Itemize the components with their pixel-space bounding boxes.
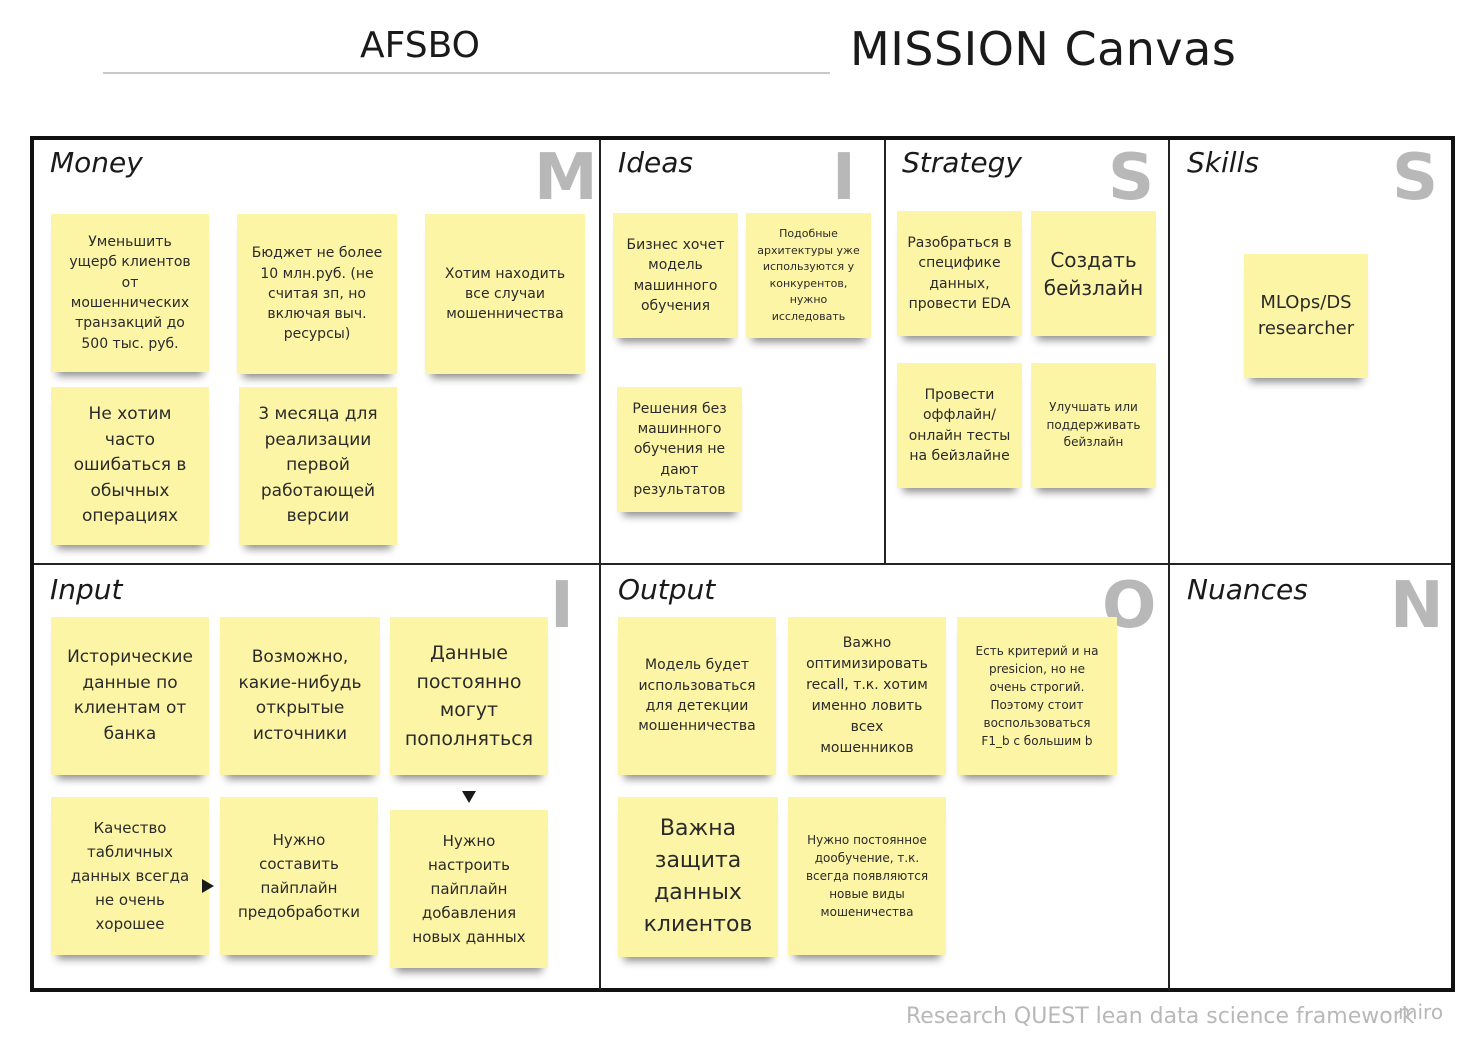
section-letter-skills: S [1392, 141, 1439, 215]
sticky-note[interactable]: Решения без машинного обучения не дают р… [617, 387, 742, 512]
sticky-note[interactable]: Важна защита данных клиентов [618, 797, 778, 957]
sticky-note[interactable]: Не хотим часто ошибаться в обычных опера… [51, 387, 209, 545]
project-name: AFSBO [360, 25, 480, 66]
section-title-output: Output [618, 573, 716, 606]
flow-arrow-down [462, 791, 476, 803]
section-title-nuances: Nuances [1187, 573, 1308, 606]
sticky-note[interactable]: Исторические данные по клиентам от банка [51, 617, 209, 775]
section-title-ideas: Ideas [618, 146, 694, 179]
sticky-note[interactable]: 3 месяца для реализации первой работающе… [239, 387, 397, 545]
sticky-note[interactable]: Возможно, какие-нибудь открытые источник… [220, 617, 380, 775]
sticky-note[interactable]: Хотим находить все случаи мошенничества [425, 214, 585, 374]
grid-divider [884, 140, 886, 564]
sticky-note[interactable]: Бизнес хочет модель машинного обучения [613, 213, 738, 338]
sticky-note[interactable]: MLOps/DS researcher [1244, 254, 1368, 378]
grid-divider [599, 140, 601, 990]
section-letter-nuances: N [1390, 569, 1444, 643]
section-title-input: Input [50, 573, 123, 606]
sticky-note[interactable]: Нужно составить пайплайн предобработки [220, 797, 378, 955]
sticky-note[interactable]: Бюджет не более 10 млн.руб. (не считая з… [237, 214, 397, 374]
grid-divider [34, 563, 1451, 565]
sticky-note[interactable]: Подобные архитектуры уже используются у … [746, 213, 871, 338]
sticky-note[interactable]: Модель будет использоваться для детекции… [618, 617, 776, 775]
section-title-skills: Skills [1187, 146, 1259, 179]
section-letter-ideas: I [832, 141, 856, 215]
sticky-note[interactable]: Важно оптимизировать recall, т.к. хотим … [788, 617, 946, 775]
canvas-title: MISSION Canvas [850, 22, 1237, 76]
flow-arrow-right [202, 879, 214, 893]
canvas-board [30, 136, 1455, 992]
sticky-note[interactable]: Разобраться в специфике данных, провести… [897, 211, 1022, 336]
section-letter-money: M [534, 141, 598, 215]
project-name-underline [103, 72, 830, 74]
section-letter-input: I [550, 569, 574, 643]
framework-caption: Research QUEST lean data science framewo… [906, 1004, 1415, 1029]
section-title-money: Money [50, 146, 143, 179]
sticky-note[interactable]: Есть критерий и на presicion, но не очен… [957, 617, 1117, 775]
miro-logo: miro [1398, 1000, 1444, 1024]
grid-divider [1168, 140, 1170, 990]
sticky-note[interactable]: Качество табличных данных всегда не очен… [51, 797, 209, 955]
section-letter-strategy: S [1108, 141, 1155, 215]
sticky-note[interactable]: Улучшать или поддерживать бейзлайн [1031, 363, 1156, 488]
sticky-note[interactable]: Создать бейзлайн [1031, 211, 1156, 336]
sticky-note[interactable]: Нужно настроить пайплайн добавления новы… [390, 810, 548, 968]
sticky-note[interactable]: Уменьшить ущерб клиентов от мошеннически… [51, 214, 209, 372]
sticky-note[interactable]: Нужно постоянное дообучение, т.к. всегда… [788, 797, 946, 955]
sticky-note[interactable]: Провести оффлайн/ онлайн тесты на бейзла… [897, 363, 1022, 488]
section-title-strategy: Strategy [902, 146, 1022, 179]
sticky-note[interactable]: Данные постоянно могут пополняться [390, 617, 548, 775]
